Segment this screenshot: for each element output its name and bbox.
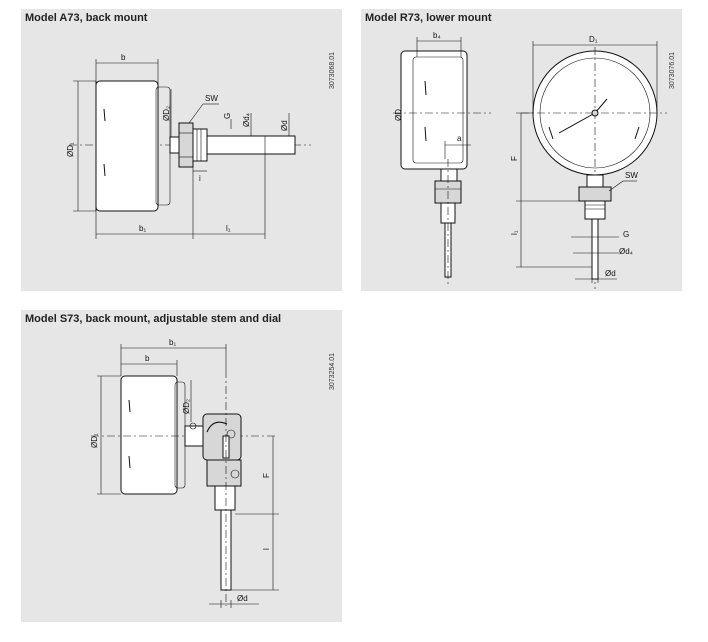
label-a: a [457, 134, 462, 143]
label-D1: D₁ [589, 35, 598, 44]
label-g: G [623, 230, 629, 239]
label-d4: Ød₄ [242, 113, 251, 127]
panel-s73: Model S73, back mount, adjustable stem a… [21, 310, 342, 622]
label-f: F [262, 473, 271, 478]
label-i: i [199, 174, 201, 183]
label-d: Ød [237, 594, 248, 603]
label-D1: ØD₁ [66, 142, 75, 157]
label-l1: l₁ [510, 230, 519, 235]
label-sw: SW [205, 94, 218, 103]
label-g: G [223, 113, 232, 119]
a73-drawing: b b₁ l₁ ØD₁ ØD₂ SW G Ød₄ Ød i [66, 53, 311, 239]
panel-a73: Model A73, back mount 3073068.01 b [21, 9, 342, 291]
label-l1: l₁ [226, 224, 231, 233]
r73-drawing: b₄ ØD a D₁ [393, 31, 667, 289]
s73-drawing: b₁ b ØD₁ ØD₂ F l Ød [90, 338, 279, 608]
label-D: ØD [394, 109, 403, 121]
label-D1: ØD₁ [90, 433, 99, 448]
label-D2: ØD₂ [162, 106, 171, 121]
label-d: Ød [605, 269, 616, 278]
label-b1: b₁ [139, 224, 146, 233]
label-sw: SW [625, 171, 638, 180]
label-d: Ød [280, 120, 289, 131]
panel-title: Model R73, lower mount [365, 12, 492, 24]
label-d4: Ød₄ [619, 247, 633, 256]
label-b4: b₄ [433, 31, 441, 40]
label-b: b [121, 53, 126, 62]
panel-r73: Model R73, lower mount 3073076.01 b₄ ØD … [361, 9, 682, 291]
label-l: l [262, 548, 271, 550]
label-b1: b₁ [169, 338, 176, 347]
label-D2: ØD₂ [182, 399, 191, 414]
panel-title: Model S73, back mount, adjustable stem a… [25, 313, 282, 325]
panel-title: Model A73, back mount [25, 12, 148, 24]
label-f: F [510, 156, 519, 161]
label-b: b [145, 354, 150, 363]
